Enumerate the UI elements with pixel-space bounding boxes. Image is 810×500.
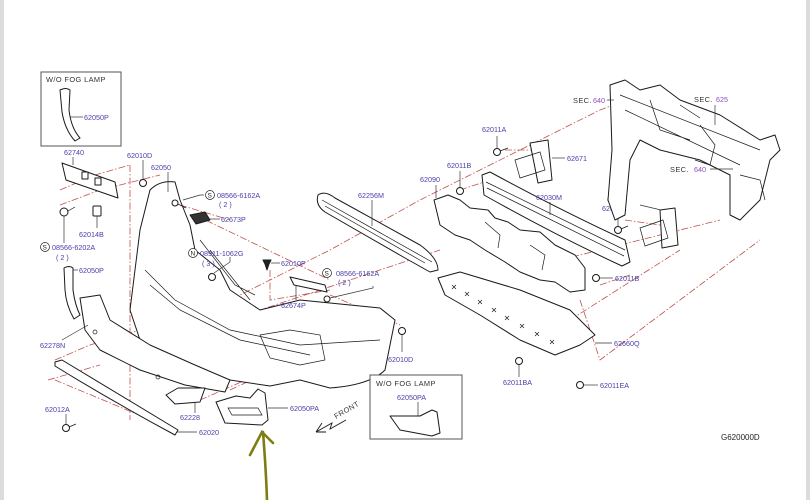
label-62011ea: 62011EA [600, 381, 629, 390]
nut-62011ba: 62011BA [503, 357, 532, 387]
front-direction-indicator: FRONT [315, 399, 361, 433]
inset-heading: W/O FOG LAMP [376, 379, 436, 388]
label-62671: 62671 [567, 154, 587, 163]
sec-number-625: 625 [716, 95, 728, 104]
screw-08566-6162a-upper: S 08566-6162A ( 2 ) 62673P [171, 190, 260, 225]
label-62030m: 62030M [536, 193, 562, 202]
bezel-62050pa: 62050PA [215, 388, 319, 426]
label-62011b-right: 62011B [615, 274, 639, 283]
nut-62011b-top: 62011B [447, 161, 471, 195]
sec-number-640-lower: 640 [694, 165, 706, 174]
reinforcement-62030m: 62030M [481, 171, 631, 267]
label-08566-6162a-upper: 08566-6162A [217, 191, 260, 200]
label-62010d-bottom: 62010D [388, 355, 413, 364]
radiator-core-support [607, 79, 781, 221]
side-molding-part [59, 88, 81, 142]
label-62050pa-inset: 62050PA [397, 393, 426, 402]
bolt-62011ea: 62011EA [576, 381, 629, 390]
label-62010f: 62010F [281, 259, 306, 268]
label-08566-6202a: 08566-6202A [52, 243, 95, 252]
label-62228: 62228 [180, 413, 200, 422]
label-62012a: 62012A [45, 405, 70, 414]
label-62014b: 62014B [79, 230, 104, 239]
nut-62011b-right: 62011B [592, 274, 639, 283]
qty-08566-6162a-upper: ( 2 ) [219, 200, 232, 209]
label-62256m: 62256M [358, 191, 384, 200]
bumper-fascia: 62278N [40, 181, 396, 393]
svg-text:S: S [43, 245, 48, 252]
label-62050p-inset: 62050P [84, 113, 109, 122]
svg-text:SEC.: SEC. [670, 165, 689, 174]
screw-08566-6202a: S 08566-6202A ( 2 ) [40, 206, 95, 262]
label-62010d-top: 62010D [127, 151, 152, 160]
side-molding-62050p: 62050P [63, 266, 104, 320]
label-08566-6162a-lower: 08566-6162A [336, 269, 379, 278]
bolt-62010d-top: 62010D 62050 [127, 151, 171, 192]
bolt-62010d-bottom: 62010D [388, 327, 413, 364]
diagram-code: G620000D [721, 433, 760, 442]
under-cover-62660q: 62660Q [437, 271, 640, 356]
label-62673p: 62673P [221, 215, 246, 224]
svg-text:S: S [208, 193, 213, 200]
label-62011a-top: 62011A [482, 125, 506, 134]
label-62050: 62050 [151, 163, 171, 172]
clip-62014b: 62014B [79, 205, 104, 239]
bracket-62671: 62671 [514, 139, 587, 184]
bracket-62740: 62740 [61, 148, 119, 199]
label-08911-1062g: 08911-1062G [200, 249, 244, 258]
section-ref-640-lower: SEC. 640 [670, 165, 733, 174]
bracket-62674p: 62674P S 08566-6162A ( 2 ) [281, 268, 379, 310]
label-62050pa: 62050PA [290, 404, 319, 413]
bolt-62011a-top: 62011A [482, 125, 509, 156]
lower-strip-62020: 62020 [54, 359, 219, 437]
label-62660q: 62660Q [614, 339, 640, 348]
inset-heading: W/O FOG LAMP [46, 75, 106, 84]
qty-08911-1062g: ( 3 ) [202, 259, 215, 268]
svg-text:SEC.: SEC. [573, 96, 592, 105]
svg-text:SEC.: SEC. [694, 95, 713, 104]
energy-absorber-62090: 62090 [420, 175, 586, 293]
inset-box-62050pa: W/O FOG LAMP 62050PA [369, 374, 463, 440]
section-ref-625: SEC. 625 [694, 95, 728, 125]
label-62090: 62090 [420, 175, 440, 184]
qty-08566-6202a: ( 2 ) [56, 253, 69, 262]
label-62050p: 62050P [79, 266, 104, 275]
screw-62012a: 62012A [45, 405, 77, 432]
label-62020: 62020 [199, 428, 219, 437]
svg-text:S: S [325, 271, 330, 278]
annotation-arrow [248, 429, 275, 500]
qty-08566-6162a-lower: ( 2 ) [338, 278, 351, 287]
clip-62010f: 62010F [262, 259, 306, 271]
svg-text:N: N [191, 251, 196, 258]
inset-box-62050p: W/O FOG LAMP 62050P [40, 71, 122, 147]
front-label: FRONT [333, 399, 361, 421]
label-62011b-top: 62011B [447, 161, 471, 170]
label-62674p: 62674P [281, 301, 306, 310]
label-62278n: 62278N [40, 341, 65, 350]
nut-08911-1062g: N 08911-1062G ( 3 ) [188, 248, 244, 281]
section-ref-640-upper: SEC. 640 [573, 96, 614, 105]
cover-62228: 62228 [165, 387, 206, 422]
sec-number-640-upper: 640 [593, 96, 605, 105]
label-62011ba: 62011BA [503, 378, 532, 387]
label-62740: 62740 [64, 148, 84, 157]
grille-62256m: 62256M [316, 191, 439, 273]
